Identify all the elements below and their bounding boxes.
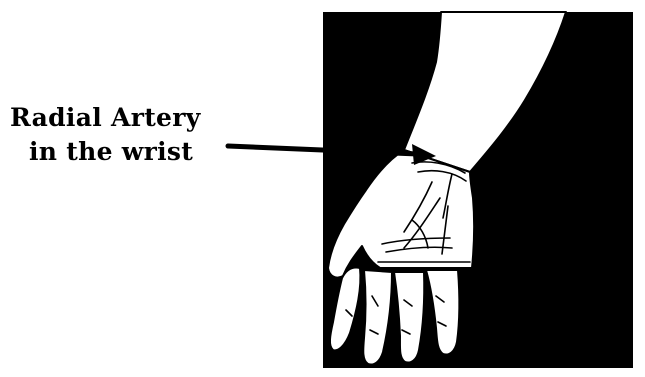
wrist-diagram	[0, 0, 645, 377]
